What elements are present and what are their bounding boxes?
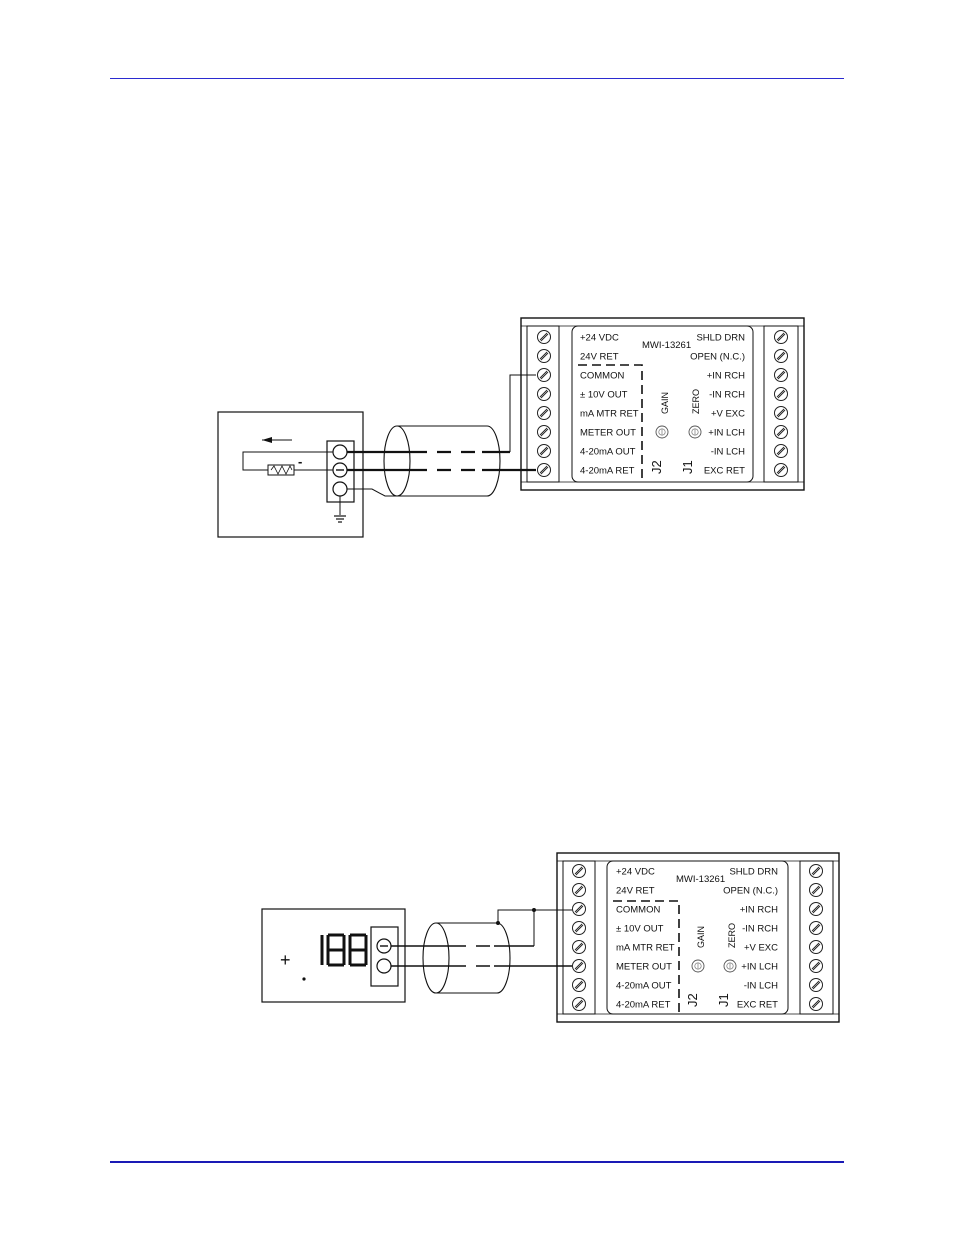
terminal-label-4-20ma-out: 4-20mA OUT [616, 981, 672, 992]
terminal-screw-icon[interactable] [809, 959, 823, 973]
load-minus-label: - [298, 454, 302, 469]
terminal-label-24-vdc: +24 VDC [580, 333, 619, 344]
terminal-screw-icon[interactable] [537, 463, 551, 477]
terminal-label-4-20ma-ret: 4-20mA RET [616, 1000, 671, 1011]
terminal-label-ma-mtr-ret: mA MTR RET [580, 409, 639, 420]
ground-icon [334, 515, 346, 523]
terminal-screw-icon[interactable] [809, 883, 823, 897]
meter-display [320, 933, 368, 967]
terminal-label-in-lch: +IN LCH [708, 428, 745, 439]
terminal-label-in-rch: -IN RCH [709, 390, 745, 401]
terminal-screw-icon[interactable] [774, 406, 788, 420]
terminal-label-24v-ret: 24V RET [580, 352, 619, 363]
terminal-screw-icon[interactable] [572, 902, 586, 916]
meter-digit [326, 933, 346, 967]
terminal-label-24v-ret: 24V RET [616, 886, 655, 897]
terminal-screw-icon[interactable] [809, 978, 823, 992]
terminal-label-10v-out: ± 10V OUT [616, 924, 664, 935]
terminal-plus[interactable] [332, 444, 348, 460]
terminal-label-open-n-c: OPEN (N.C.) [723, 886, 778, 897]
zero-potentiometer-icon[interactable] [688, 425, 702, 439]
terminal-screw-icon[interactable] [537, 330, 551, 344]
terminal-screw-icon[interactable] [809, 997, 823, 1011]
module-mwi-13261-top: +24 VDC 24V RET COMMON ± 10V OUT mA MTR RET M… [520, 317, 805, 491]
terminal-label-4-20ma-out: 4-20mA OUT [580, 447, 636, 458]
terminal-label-in-lch: -IN LCH [744, 981, 778, 992]
terminal-screw-icon[interactable] [774, 349, 788, 363]
terminal-label-in-rch: +IN RCH [707, 371, 745, 382]
zero-label: ZERO [691, 389, 701, 414]
terminal-label-in-rch: +IN RCH [740, 905, 778, 916]
meter-terminal-plus[interactable] [376, 958, 392, 974]
module-mwi-13261-bottom: +24 VDC 24V RET COMMON ± 10V OUT mA MTR RET M… [556, 852, 840, 1023]
terminal-label-exc-ret: EXC RET [704, 466, 745, 477]
diagram-voltage-meter: +24 VDC 24V RET COMMON ± 10V OUT mA MTR RET M… [261, 852, 840, 1023]
meter-digit [348, 933, 368, 967]
zero-potentiometer-icon[interactable] [723, 959, 737, 973]
terminal-label-in-lch: +IN LCH [741, 962, 778, 973]
zero-label: ZERO [727, 923, 737, 948]
j2-label: J2 [685, 993, 700, 1007]
terminal-screw-icon[interactable] [774, 330, 788, 344]
j1-label: J1 [680, 460, 695, 474]
terminal-screw-icon[interactable] [572, 959, 586, 973]
receiver-device: - [217, 411, 364, 538]
terminal-label-shld-drn: SHLD DRN [696, 333, 745, 344]
terminal-label-common: COMMON [616, 905, 660, 916]
gain-potentiometer-icon[interactable] [691, 959, 705, 973]
panel-meter: + [261, 908, 406, 1003]
terminal-screw-icon[interactable] [809, 940, 823, 954]
terminal-screw-icon[interactable] [774, 425, 788, 439]
terminal-label-common: COMMON [580, 371, 624, 382]
j1-label: J1 [716, 993, 731, 1007]
model-label: MWI-13261 [676, 874, 725, 885]
terminal-label-4-20ma-ret: 4-20mA RET [580, 466, 635, 477]
shielded-cable [347, 374, 536, 497]
terminal-label-exc-ret: EXC RET [737, 1000, 778, 1011]
terminal-label-meter-out: METER OUT [580, 428, 636, 439]
terminal-screw-icon[interactable] [809, 864, 823, 878]
terminal-screw-icon[interactable] [809, 902, 823, 916]
terminal-label-shld-drn: SHLD DRN [729, 867, 778, 878]
terminal-screw-icon[interactable] [537, 349, 551, 363]
terminal-label-open-n-c: OPEN (N.C.) [690, 352, 745, 363]
footer-rule [110, 1161, 844, 1163]
terminal-screw-icon[interactable] [537, 387, 551, 401]
diagram-current-loop: +24 VDC 24V RET COMMON ± 10V OUT mA MTR RET M… [217, 317, 805, 538]
terminal-screw-icon[interactable] [809, 921, 823, 935]
meter-sign: + [280, 950, 291, 970]
terminal-label-in-rch: -IN RCH [742, 924, 778, 935]
terminal-screw-icon[interactable] [537, 406, 551, 420]
terminal-ground[interactable] [332, 481, 348, 497]
terminal-screw-icon[interactable] [774, 463, 788, 477]
terminal-screw-icon[interactable] [537, 444, 551, 458]
terminal-screw-icon[interactable] [572, 921, 586, 935]
terminal-screw-icon[interactable] [774, 368, 788, 382]
header-rule [110, 78, 844, 79]
gain-label: GAIN [660, 392, 670, 414]
terminal-screw-icon[interactable] [537, 368, 551, 382]
j2-label: J2 [649, 460, 664, 474]
gain-label: GAIN [696, 926, 706, 948]
terminal-label-in-lch: -IN LCH [711, 447, 745, 458]
terminal-label-10v-out: ± 10V OUT [580, 390, 628, 401]
terminal-screw-icon[interactable] [572, 883, 586, 897]
shielded-cable [391, 908, 572, 994]
terminal-label-v-exc: +V EXC [711, 409, 745, 420]
terminal-label-ma-mtr-ret: mA MTR RET [616, 943, 675, 954]
terminal-label-v-exc: +V EXC [744, 943, 778, 954]
model-label: MWI-13261 [642, 340, 691, 351]
terminal-screw-icon[interactable] [537, 425, 551, 439]
terminal-screw-icon[interactable] [572, 864, 586, 878]
terminal-screw-icon[interactable] [572, 997, 586, 1011]
terminal-label-meter-out: METER OUT [616, 962, 672, 973]
terminal-screw-icon[interactable] [774, 387, 788, 401]
gain-potentiometer-icon[interactable] [655, 425, 669, 439]
terminal-screw-icon[interactable] [572, 978, 586, 992]
terminal-label-24-vdc: +24 VDC [616, 867, 655, 878]
terminal-screw-icon[interactable] [572, 940, 586, 954]
terminal-screw-icon[interactable] [774, 444, 788, 458]
